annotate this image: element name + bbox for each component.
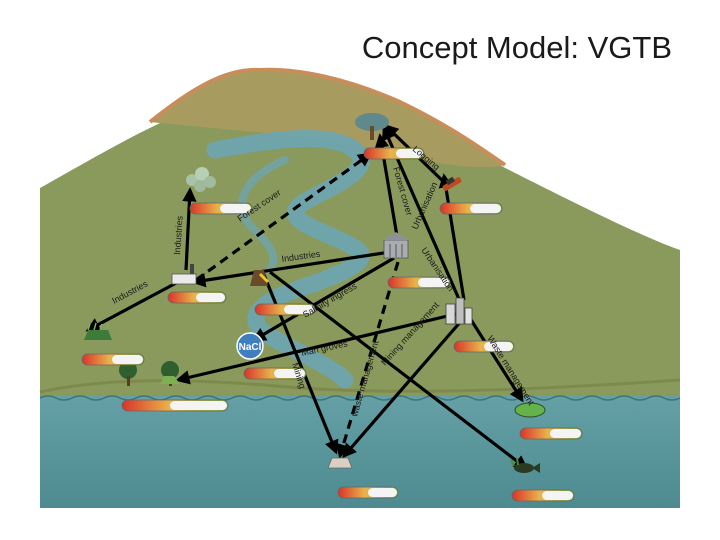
gauge-urban — [387, 276, 451, 289]
river — [206, 130, 370, 389]
chainsaw-icon — [442, 176, 462, 191]
arrow-dashed-forest-cover — [195, 152, 373, 282]
mountain — [150, 69, 505, 168]
gauge-shrub — [189, 202, 253, 215]
factory-icon — [171, 264, 197, 285]
shrub-icon — [186, 167, 216, 192]
arrow-dashed-urban-to-seabed — [336, 261, 400, 459]
gauge-lowland — [121, 399, 229, 412]
arrow-factory-up — [182, 187, 197, 271]
arrow-city-to-logging — [438, 173, 466, 301]
gauge-aqua — [519, 427, 583, 440]
fish-icon — [510, 457, 540, 473]
arrow-factory-to-coast — [85, 280, 179, 332]
salt-icon: NaCl — [236, 332, 264, 360]
gauge-logging — [439, 202, 503, 215]
gauge-forest — [363, 147, 425, 160]
gauge-dam — [254, 303, 316, 316]
gauge-city — [453, 340, 515, 353]
arrow-city-to-lowland — [175, 312, 457, 385]
label-industries-left: Industries — [172, 215, 185, 255]
mountain-ridge — [148, 67, 507, 167]
arrow-group-dashed — [195, 152, 400, 459]
arrow-city-to-seabed — [342, 318, 464, 459]
gauge-rice — [81, 353, 145, 366]
dam-icon — [250, 270, 270, 286]
sea-waves — [39, 395, 681, 401]
salt-label: NaCl — [239, 342, 262, 353]
tree-icon — [355, 113, 389, 140]
lowland-trees-icon — [119, 361, 180, 386]
gauge-factory — [167, 291, 227, 304]
land-plateau — [40, 83, 680, 399]
rice-field-icon — [84, 322, 112, 340]
arrow-urban-to-salt — [251, 256, 395, 342]
arrow-city-to-aqua — [464, 311, 524, 403]
gauge-fish — [511, 489, 575, 502]
arrow-dam-to-seabed — [260, 269, 339, 455]
gauge-salt — [243, 367, 307, 380]
gauges — [81, 147, 583, 502]
arrow-group-solid — [85, 123, 529, 470]
river-branch — [238, 156, 289, 274]
gauge-seabed — [337, 486, 399, 499]
building-icon — [383, 232, 409, 259]
slide-title: Concept Model: VGTB — [361, 30, 672, 65]
shrimp-pond-icon — [514, 402, 546, 418]
coastal-wetland-icon — [327, 457, 353, 469]
city-buildings-icon — [445, 297, 473, 325]
arrow-urban-to-factory — [191, 250, 391, 288]
